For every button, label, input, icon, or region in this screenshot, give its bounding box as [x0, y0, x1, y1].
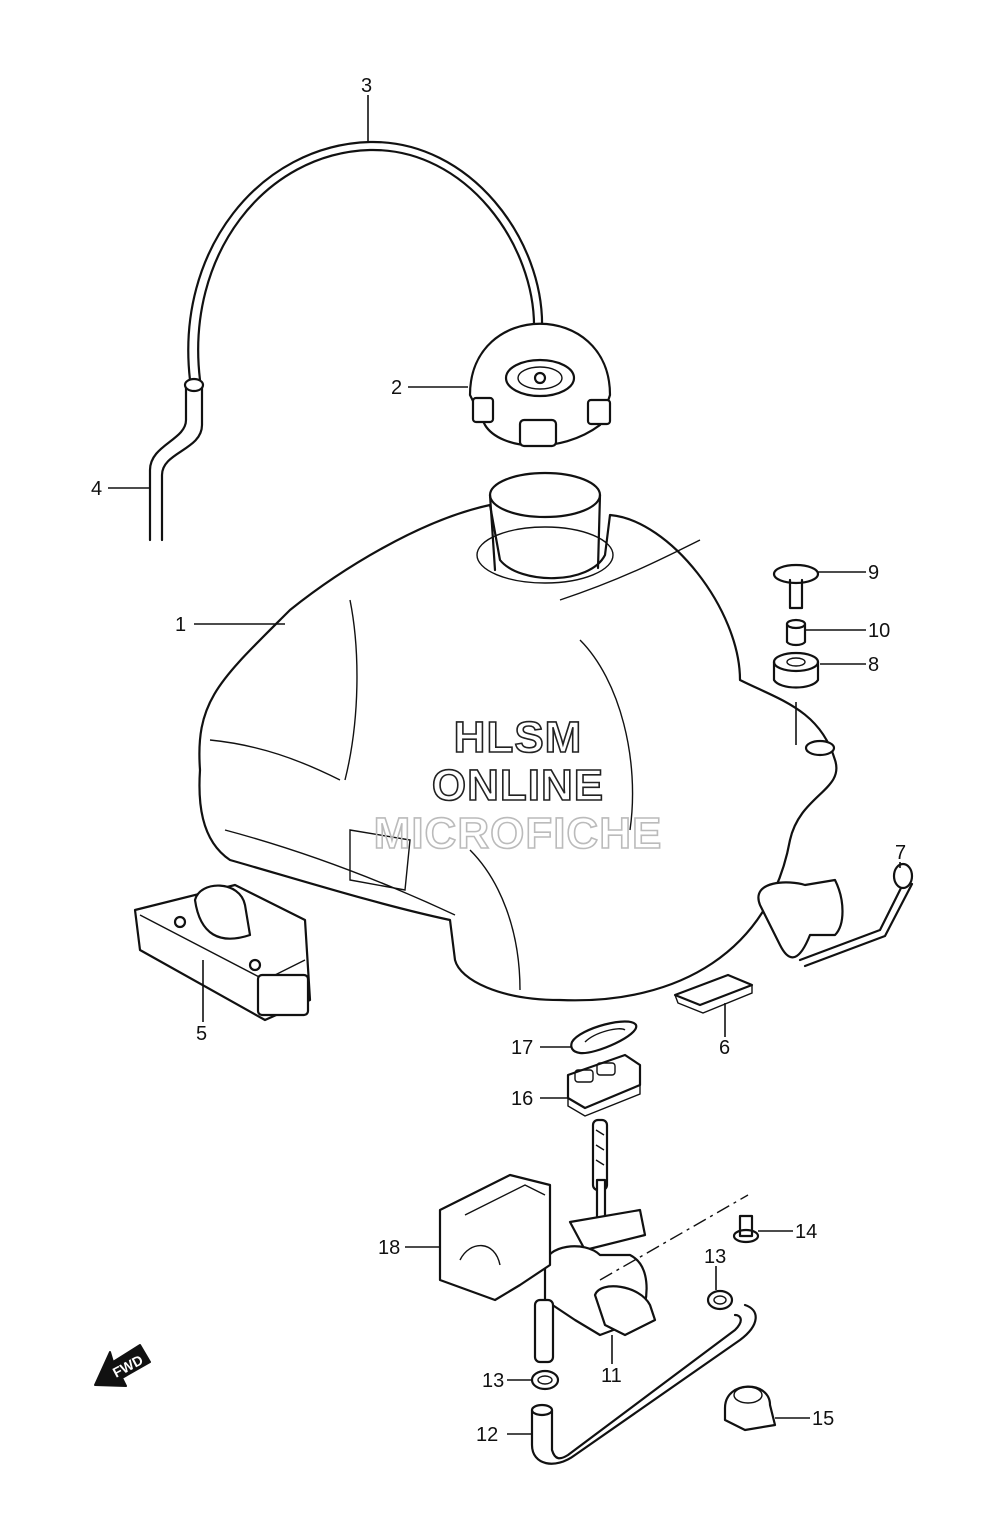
callout-7: 7 [895, 842, 906, 864]
callout-11: 11 [601, 1365, 622, 1387]
alignment-line [599, 1194, 749, 1281]
callout-10: 10 [868, 620, 890, 642]
callout-4: 4 [91, 478, 102, 500]
callout-3: 3 [361, 75, 372, 97]
cushion-part-16 [566, 1053, 642, 1117]
watermark-line-2: ONLINE [432, 761, 604, 810]
callout-14: 14 [795, 1221, 817, 1243]
cushion-pad-part-6 [673, 973, 754, 1014]
callout-1: 1 [175, 614, 186, 636]
front-bracket-part-5 [133, 883, 312, 1022]
elbow-hose-part-4 [148, 377, 205, 542]
watermark-line-1: HLSM [454, 713, 583, 762]
callout-9: 9 [868, 562, 879, 584]
watermark: HLSM ONLINE MICROFICHE [373, 712, 663, 859]
rubber-strap-part-7 [757, 862, 914, 968]
fuel-hose-part-12 [530, 1303, 757, 1465]
fwd-arrow-icon: FWD [94, 1344, 151, 1387]
clamp-part-13-lower [530, 1369, 560, 1391]
callout-17: 17 [511, 1037, 533, 1059]
callout-12: 12 [476, 1424, 498, 1446]
callout-5: 5 [196, 1023, 207, 1045]
grommet-part-8 [772, 651, 820, 745]
callout-15: 15 [812, 1408, 834, 1430]
callout-13-upper: 13 [704, 1246, 726, 1268]
valve-bracket-part-18 [438, 1173, 552, 1302]
fuel-valve-part-11 [533, 1118, 657, 1364]
collar-part-10 [785, 618, 807, 647]
o-ring-part-17 [570, 1020, 638, 1055]
leader-lines [108, 95, 901, 1435]
fuel-tank-part-1 [198, 471, 838, 1002]
screw-part-14 [732, 1214, 760, 1244]
callout-18: 18 [378, 1237, 400, 1259]
fuel-cap-part-2 [468, 322, 612, 448]
watermark-line-3: MICROFICHE [374, 809, 663, 858]
bolt-part-9 [772, 563, 820, 610]
callout-8: 8 [868, 654, 879, 676]
hose-clip-part-15 [723, 1385, 777, 1432]
callout-numbers: 1 2 3 4 5 6 7 8 9 10 11 12 13 13 14 15 1… [91, 75, 906, 1446]
callout-13-lower: 13 [482, 1370, 504, 1392]
callout-16: 16 [511, 1088, 533, 1110]
callout-6: 6 [719, 1037, 730, 1059]
breather-hose-part-3 [187, 140, 544, 382]
clamp-part-13-upper [706, 1289, 734, 1311]
callout-2: 2 [391, 377, 402, 399]
